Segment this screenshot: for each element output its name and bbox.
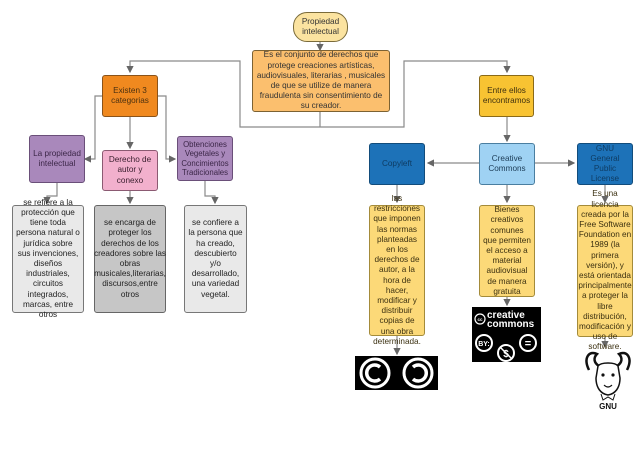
category-label: La propiedad intelectual <box>33 148 81 168</box>
license-label: Copyleft <box>381 158 413 168</box>
license-label: Creative Commons <box>488 153 526 173</box>
creative-commons-logo: cc creative commons BY: $ = <box>472 307 541 362</box>
description-text: se refiere a la protección que tiene tod… <box>16 197 80 320</box>
categories-header-node[interactable]: Existen 3 categorias <box>102 75 158 117</box>
gnu-logo-text: GNU <box>599 402 617 410</box>
categories-header-text: Existen 3 categorias <box>111 85 149 105</box>
description-obtenciones-vegetales[interactable]: se confiere a la persona que ha creado, … <box>184 205 247 313</box>
description-propiedad-intelectual[interactable]: se refiere a la protección que tiene tod… <box>12 198 84 319</box>
description-text: se confiere a la persona que ha creado, … <box>188 218 243 299</box>
gnu-logo: GNU <box>583 348 633 411</box>
gnu-head-icon: GNU <box>585 351 631 411</box>
category-label: Obtenciones Vegetales y Concimientos Tra… <box>181 139 229 178</box>
creative-commons-icon: cc creative commons BY: $ = <box>474 310 537 362</box>
license-creative-commons[interactable]: Creative Commons <box>479 143 535 185</box>
licenses-header-text: Entre ellos encontramos <box>482 85 531 105</box>
definition-text: Es el conjunto de derechos que protege c… <box>256 50 386 111</box>
title-text: Propiedad intelectual <box>301 16 340 36</box>
title-node[interactable]: Propiedad intelectual <box>293 12 348 42</box>
cc-badge-nd: = <box>525 338 531 350</box>
description-gnu-gpl[interactable]: Es una licencia creada por la Free Softw… <box>577 189 633 351</box>
description-derecho-de-autor[interactable]: se encarga de proteger los derechos de l… <box>94 205 166 313</box>
copyleft-icon <box>359 357 434 389</box>
description-text: Bienes creativos comunes que permiten el… <box>483 205 531 296</box>
category-derecho-de-autor[interactable]: Derecho de autor y conexo <box>102 150 158 191</box>
definition-node[interactable]: Es el conjunto de derechos que protege c… <box>252 50 390 112</box>
copyleft-logo <box>355 356 438 390</box>
licenses-header-node[interactable]: Entre ellos encontramos <box>479 75 534 117</box>
cc-badge-nc: $ <box>503 349 509 360</box>
license-copyleft[interactable]: Copyleft <box>369 143 425 185</box>
category-obtenciones-vegetales[interactable]: Obtenciones Vegetales y Concimientos Tra… <box>177 136 233 181</box>
category-label: Derecho de autor y conexo <box>108 155 152 185</box>
description-text: Es una licencia creada por la Free Softw… <box>578 189 632 352</box>
cc-logo-text-2: commons <box>487 319 535 330</box>
cc-badge-by: BY: <box>478 341 490 348</box>
description-creative-commons[interactable]: Bienes creativos comunes que permiten el… <box>479 205 535 297</box>
license-gnu-gpl[interactable]: GNU General Public License <box>577 143 633 185</box>
cc-logo-text-1: creative <box>487 310 525 321</box>
description-text: se encarga de proteger los derechos de l… <box>94 218 166 299</box>
description-copyleft[interactable]: las restricciones que imponen las normas… <box>369 194 425 346</box>
category-propiedad-intelectual[interactable]: La propiedad intelectual <box>29 135 85 183</box>
svg-text:cc: cc <box>477 317 483 322</box>
description-text: las restricciones que imponen las normas… <box>373 193 421 346</box>
license-label: GNU General Public License <box>590 143 620 184</box>
